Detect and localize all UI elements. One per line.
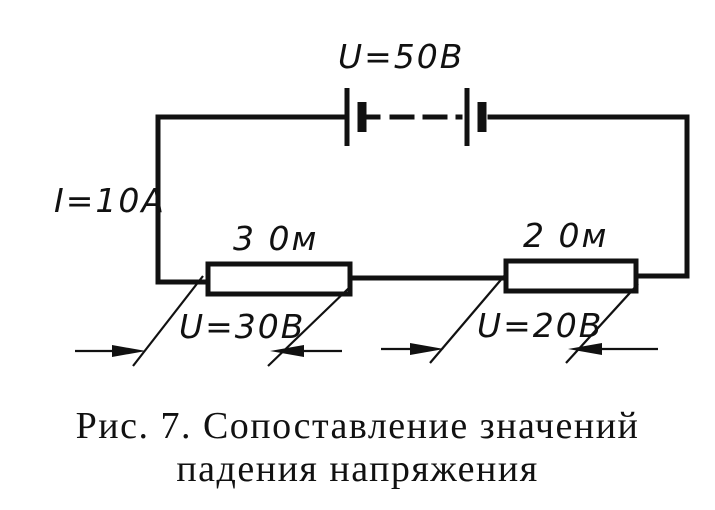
resistor-left-voltage-label: U=30B [179,307,305,346]
left-arrow-head-2 [270,345,304,357]
source-voltage-label: U=50B [338,37,464,76]
voltage-dimension-right [381,274,658,364]
left-arrow-head-1 [112,345,146,357]
voltage-dimension-left [75,275,352,367]
right-arrow-head-2 [568,343,602,355]
current-label: I=10A [54,181,166,220]
resistor-right-voltage-label: U=20B [477,306,603,345]
figure-caption-line-1: Рис. 7. Сопоставление значений [75,405,640,447]
figure-caption-line-2: падения напряжения [176,448,539,490]
left-top-wire [155,114,348,285]
circuit-diagram: U=50B I=10A 3 0м 2 0м U=30B U=20B [54,37,690,367]
resistor-left [205,261,353,297]
resistor-right [503,258,639,294]
right-wire [487,114,690,279]
resistor-right-label: 2 0м [523,216,608,255]
right-arrow-head-1 [410,343,444,355]
battery-symbol [344,88,487,146]
resistor-left-label: 3 0м [233,219,318,258]
right-extension-line-1 [429,274,506,364]
